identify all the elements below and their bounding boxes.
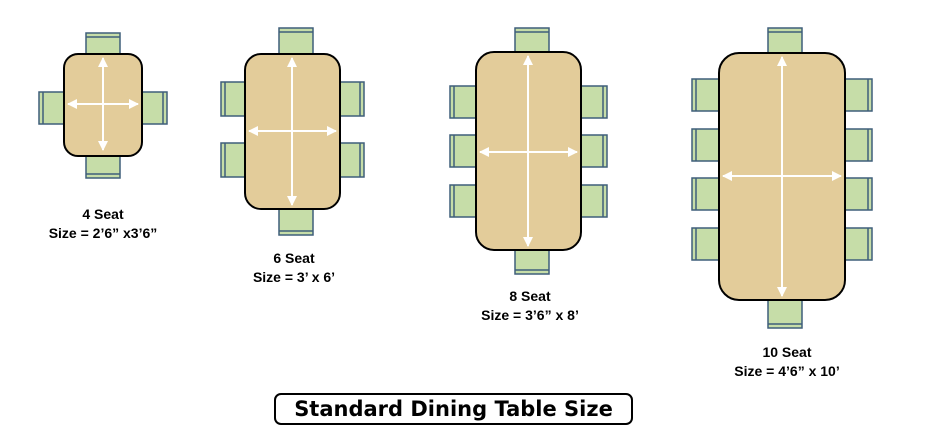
label-8-seat-title: 8 Seat <box>509 288 551 304</box>
chair-4-seat-4 <box>140 91 168 125</box>
chair-10-seat-10 <box>844 227 873 261</box>
chair-10-seat-7 <box>844 78 873 112</box>
chair-8-seat-1 <box>514 27 550 53</box>
chair-10-seat-2 <box>767 299 803 329</box>
chair-10-seat-8 <box>844 128 873 162</box>
label-4-seat-title: 4 Seat <box>82 206 124 222</box>
diagram-caption: Standard Dining Table Size <box>274 393 633 425</box>
label-8-seat: 8 Seat Size = 3’6” x 8’ <box>460 287 600 325</box>
chair-8-seat-6 <box>580 85 608 119</box>
chair-8-seat-3 <box>449 85 477 119</box>
label-4-seat-size: Size = 2’6” x3’6” <box>48 225 158 241</box>
chair-10-seat-9 <box>844 177 873 211</box>
label-4-seat: 4 Seat Size = 2’6” x3’6” <box>33 205 173 243</box>
chair-8-seat-2 <box>514 249 550 275</box>
chair-8-seat-5 <box>449 184 477 218</box>
chair-6-seat-3 <box>220 81 248 117</box>
chair-10-seat-5 <box>691 177 720 211</box>
label-8-seat-size: Size = 3’6” x 8’ <box>481 307 579 323</box>
chair-10-seat-6 <box>691 227 720 261</box>
chair-6-seat-1 <box>278 27 314 55</box>
chair-10-seat-3 <box>691 78 720 112</box>
label-10-seat-title: 10 Seat <box>762 344 812 360</box>
chair-6-seat-5 <box>337 81 365 117</box>
label-6-seat: 6 Seat Size = 3’ x 6’ <box>224 249 364 287</box>
chair-4-seat-3 <box>38 91 66 125</box>
chair-8-seat-7 <box>580 134 608 168</box>
chair-10-seat-4 <box>691 128 720 162</box>
chair-6-seat-2 <box>278 208 314 236</box>
chair-6-seat-6 <box>337 142 365 178</box>
chair-4-seat-1 <box>85 32 121 56</box>
chair-6-seat-4 <box>220 142 248 178</box>
chair-10-seat-1 <box>767 27 803 54</box>
label-6-seat-title: 6 Seat <box>273 250 315 266</box>
chair-8-seat-4 <box>449 134 477 168</box>
label-6-seat-size: Size = 3’ x 6’ <box>252 269 336 285</box>
label-10-seat-size: Size = 4’6” x 10’ <box>734 363 840 379</box>
label-10-seat: 10 Seat Size = 4’6” x 10’ <box>712 343 862 381</box>
chair-8-seat-8 <box>580 184 608 218</box>
chair-4-seat-2 <box>85 155 121 179</box>
